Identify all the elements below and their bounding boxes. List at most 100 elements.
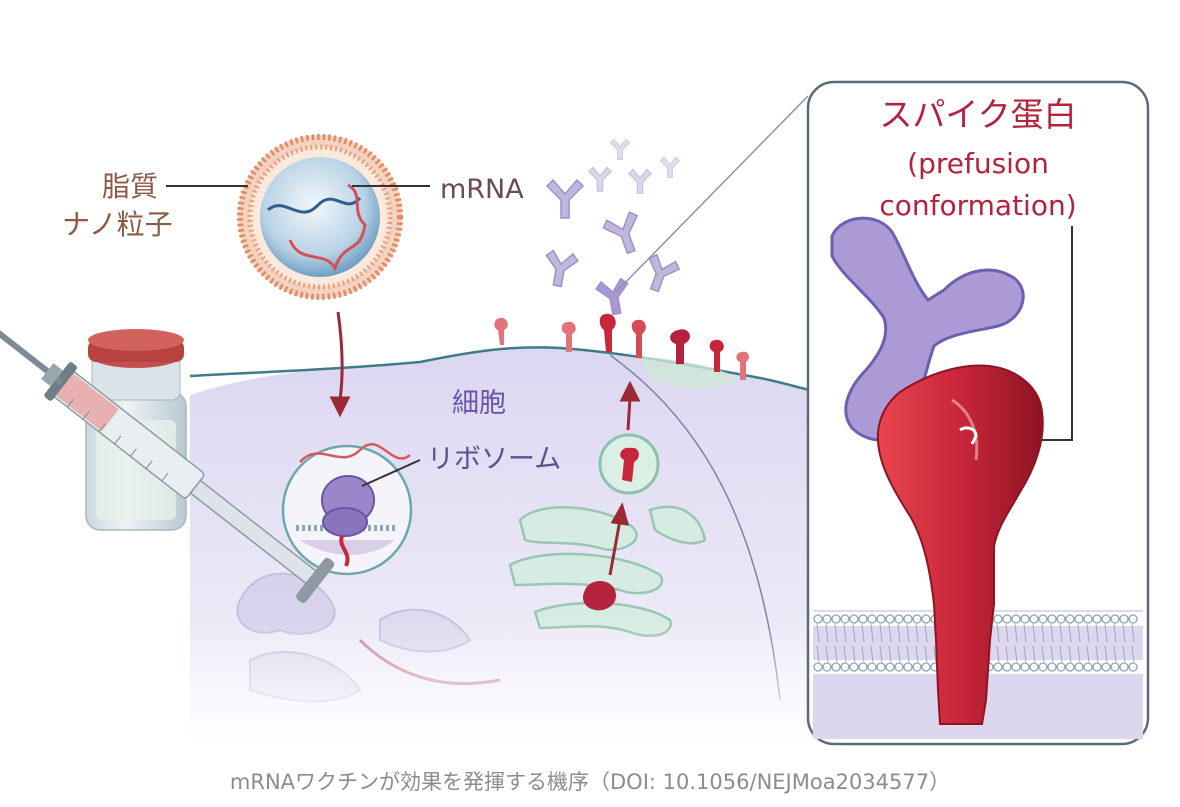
lipid-head xyxy=(1119,614,1129,624)
lipid-tail xyxy=(861,645,865,663)
lipid-head xyxy=(903,662,913,672)
lipid-tail xyxy=(834,645,838,663)
lipid-tail xyxy=(825,645,829,663)
lipid-head xyxy=(1083,614,1093,624)
lipid-head xyxy=(921,614,931,624)
lipid-nanoparticle-label: 脂質 ナノ粒子 xyxy=(62,168,173,244)
lipid-head xyxy=(1038,662,1048,672)
surface-spikes xyxy=(494,313,749,380)
lipid-tail xyxy=(1104,623,1108,643)
lipid-tail xyxy=(879,645,883,663)
lipid-head xyxy=(1110,662,1120,672)
lipid-head xyxy=(903,614,913,624)
zoom-connector-line xyxy=(615,95,809,293)
cell-bottom-fade xyxy=(180,620,820,750)
spike-protein-title: スパイク蛋白 xyxy=(879,95,1077,134)
lipid-tail xyxy=(870,623,874,643)
ribosome-label: リボソーム xyxy=(427,444,562,475)
lipid-head xyxy=(858,662,868,672)
lipid-head xyxy=(1083,662,1093,672)
lipid-tail xyxy=(1131,645,1135,663)
lipid-tail xyxy=(1095,623,1099,643)
lipid-tail xyxy=(1032,623,1036,643)
lipid-tail xyxy=(1005,623,1009,643)
lipid-tail xyxy=(1104,645,1108,663)
lipid-head xyxy=(921,662,931,672)
cell-membrane-line xyxy=(189,346,821,394)
lipid-head xyxy=(1020,662,1030,672)
figure-caption: mRNAワクチンが効果を発揮する機序（DOI: 10.1056/NEJMoa20… xyxy=(229,770,951,794)
antibodies xyxy=(545,138,681,316)
lipid-head xyxy=(1074,614,1084,624)
lipid-tail xyxy=(834,623,838,643)
lipid-tail xyxy=(1122,623,1126,643)
lipid-head xyxy=(1101,614,1111,624)
lipid-head xyxy=(1092,662,1102,672)
spike-zoom-panel xyxy=(806,80,1150,746)
lipid-tail xyxy=(933,645,937,663)
lipid-head xyxy=(1047,662,1057,672)
lipid-head xyxy=(1092,614,1102,624)
lipid-head xyxy=(885,662,895,672)
lipid-tail xyxy=(1077,645,1081,663)
lipid-tail xyxy=(1005,645,1009,663)
lipid-tail xyxy=(996,645,1000,663)
lipid-head xyxy=(1011,662,1021,672)
lipid-tail xyxy=(843,645,847,663)
ribosome-magnifier xyxy=(281,443,413,576)
cell-label: 細胞 xyxy=(452,388,506,419)
lipid-head xyxy=(1065,662,1075,672)
lipid-head xyxy=(840,614,850,624)
golgi-apparatus xyxy=(508,505,707,637)
lipid-head xyxy=(1002,614,1012,624)
vesicle-spike xyxy=(620,447,639,482)
lipid-head xyxy=(1020,614,1030,624)
lipid-head xyxy=(813,662,823,672)
lipid-head xyxy=(1128,662,1138,672)
lipid-tail xyxy=(924,623,928,643)
lipid-head xyxy=(822,662,832,672)
lipid-tail xyxy=(1122,645,1126,663)
lipid-tail xyxy=(1014,645,1018,663)
lipid-label-line1: 脂質 xyxy=(101,170,158,203)
lipid-head xyxy=(1056,614,1066,624)
lipid-label-line2: ナノ粒子 xyxy=(62,208,173,241)
lipid-head xyxy=(849,662,859,672)
syringe xyxy=(0,305,335,603)
lipid-head xyxy=(867,662,877,672)
lipid-tail xyxy=(906,645,910,663)
lipid-tail xyxy=(825,623,829,643)
lipid-tail xyxy=(870,645,874,663)
lipid-tail xyxy=(1041,623,1045,643)
lipid-tail xyxy=(906,623,910,643)
lipid-tail xyxy=(1068,645,1072,663)
lipid-head xyxy=(1029,614,1039,624)
lipid-tail xyxy=(1131,623,1135,643)
lipid-head xyxy=(1128,614,1138,624)
lipid-head xyxy=(993,614,1003,624)
lipid-tail xyxy=(861,623,865,643)
lipid-head xyxy=(1038,614,1048,624)
lipid-head xyxy=(867,614,877,624)
lipid-head xyxy=(831,662,841,672)
lipid-tail xyxy=(1059,645,1063,663)
lipid-head xyxy=(1065,614,1075,624)
lipid-tail xyxy=(1059,623,1063,643)
lipid-head xyxy=(831,614,841,624)
lipid-head xyxy=(876,662,886,672)
lipid-nanoparticle xyxy=(237,134,403,300)
lipid-head xyxy=(858,614,868,624)
lipid-tail xyxy=(1023,623,1027,643)
lipid-tail xyxy=(1023,645,1027,663)
lipid-head xyxy=(1101,662,1111,672)
lipid-tail xyxy=(1032,645,1036,663)
lipid-tail xyxy=(888,645,892,663)
lipid-tail xyxy=(843,623,847,643)
lipid-tail xyxy=(915,645,919,663)
lipid-tail xyxy=(1095,645,1099,663)
membrane-patch xyxy=(640,356,740,389)
lipid-tail xyxy=(1050,623,1054,643)
lipid-head xyxy=(840,662,850,672)
lipid-head xyxy=(912,662,922,672)
